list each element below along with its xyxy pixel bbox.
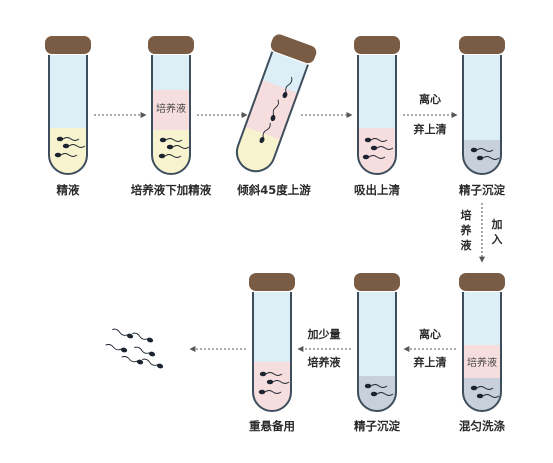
tube-cap	[249, 273, 295, 291]
tube-sperm-pellet-2	[354, 273, 400, 412]
label-sperm-pellet-1: 精子沉淀	[459, 183, 505, 197]
label-tilt-swim-up: 倾斜45度上游	[236, 183, 311, 197]
free-sperm-cluster	[104, 326, 165, 370]
tube-text-medium-2: 培养液	[467, 356, 497, 369]
tube-cap	[354, 273, 400, 291]
tube-text-medium: 培养液	[156, 102, 186, 115]
tube-sperm-pellet-1	[459, 36, 505, 175]
arrow-text-medium-3: 培养液	[308, 355, 342, 369]
label-medium-under-semen: 培养液下加精液	[131, 183, 212, 197]
label-mix-wash: 混匀洗涤	[459, 419, 505, 433]
arrow-text-centrifuge-2: 离心	[419, 327, 441, 341]
tube-cap	[148, 36, 194, 54]
tube-resuspended	[249, 273, 295, 412]
label-semen: 精液	[57, 183, 80, 197]
tube-cap	[354, 36, 400, 54]
tube-cap	[270, 34, 317, 64]
tube-cap	[459, 273, 505, 291]
arrow-text-centrifuge-1: 离心	[419, 92, 441, 106]
label-draw-supernatant: 吸出上清	[354, 183, 400, 197]
arrow-text-discard-2: 弃上清	[413, 355, 447, 369]
tube-medium-over-semen: 培养液	[148, 36, 194, 175]
label-sperm-pellet-2: 精子沉淀	[354, 419, 400, 433]
tube-cap	[459, 36, 505, 54]
arrow-text-medium-vertical: 培养液	[460, 208, 473, 252]
tube-mix-wash: 培养液	[459, 273, 505, 412]
label-resuspend: 重悬备用	[249, 419, 295, 433]
arrow-text-add-little: 加少量	[307, 327, 341, 341]
tube-supernatant	[354, 36, 400, 175]
arrow-text-add: 加入	[491, 217, 503, 246]
tube-tilted-swim-up	[235, 34, 317, 173]
arrow-text-discard-1: 弃上清	[413, 122, 447, 136]
tube-cap	[45, 36, 91, 54]
tube-semen	[45, 36, 91, 175]
